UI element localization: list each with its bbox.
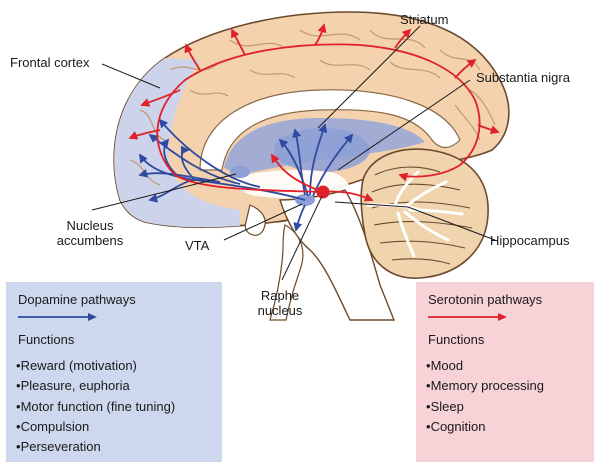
serotonin-panel-title: Serotonin pathways [428, 292, 543, 307]
striatum-label: Striatum [400, 12, 449, 27]
list-item: Motor function (fine tuning) [16, 397, 176, 417]
serotonin-pathway-arrows [128, 23, 500, 202]
serotonin-legend-arrow [428, 313, 507, 321]
list-item: Cognition [426, 417, 544, 437]
dopamine-functions-list: Reward (motivation) Pleasure, euphoria M… [16, 356, 176, 457]
list-item: Pleasure, euphoria [16, 376, 175, 396]
nucleus-accumbens-label-line2: accumbens [56, 233, 124, 248]
dopamine-panel: Dopamine pathways Functions Reward (moti… [6, 282, 222, 462]
brainstem [230, 166, 396, 321]
substantia-nigra-label: Substantia nigra [476, 70, 570, 85]
dopamine-panel-title: Dopamine pathways [18, 292, 136, 307]
nucleus-accumbens-label: Nucleus accumbens [40, 218, 140, 248]
label-leader-lines [91, 25, 496, 281]
raphe-nucleus-label-line1: Raphe [260, 288, 300, 303]
vta-label: VTA [185, 238, 210, 253]
list-item: Perseveration [16, 437, 175, 457]
dopamine-functions-heading: Functions [18, 332, 75, 347]
list-item: Sleep [426, 397, 544, 417]
serotonin-panel: Serotonin pathways Functions Mood Memory… [416, 282, 594, 462]
raphe-nucleus-label: Raphe nucleus [245, 288, 315, 318]
raphe-nucleus-label-line2: nucleus [257, 303, 303, 318]
list-item: Mood [426, 356, 544, 376]
list-item: Reward (motivation) [16, 356, 175, 376]
frontal-cortex-label: Frontal cortex [10, 55, 90, 70]
list-item: Memory processing [426, 376, 544, 396]
serotonin-functions-heading: Functions [428, 332, 485, 347]
list-item: Compulsion [16, 417, 175, 437]
dopamine-legend-arrow [18, 313, 97, 321]
hippocampus-label: Hippocampus [490, 233, 570, 248]
serotonin-functions-list: Mood Memory processing Sleep Cognition [426, 356, 544, 437]
nucleus-accumbens-label-line1: Nucleus [66, 218, 114, 233]
cerebellum [360, 148, 489, 279]
